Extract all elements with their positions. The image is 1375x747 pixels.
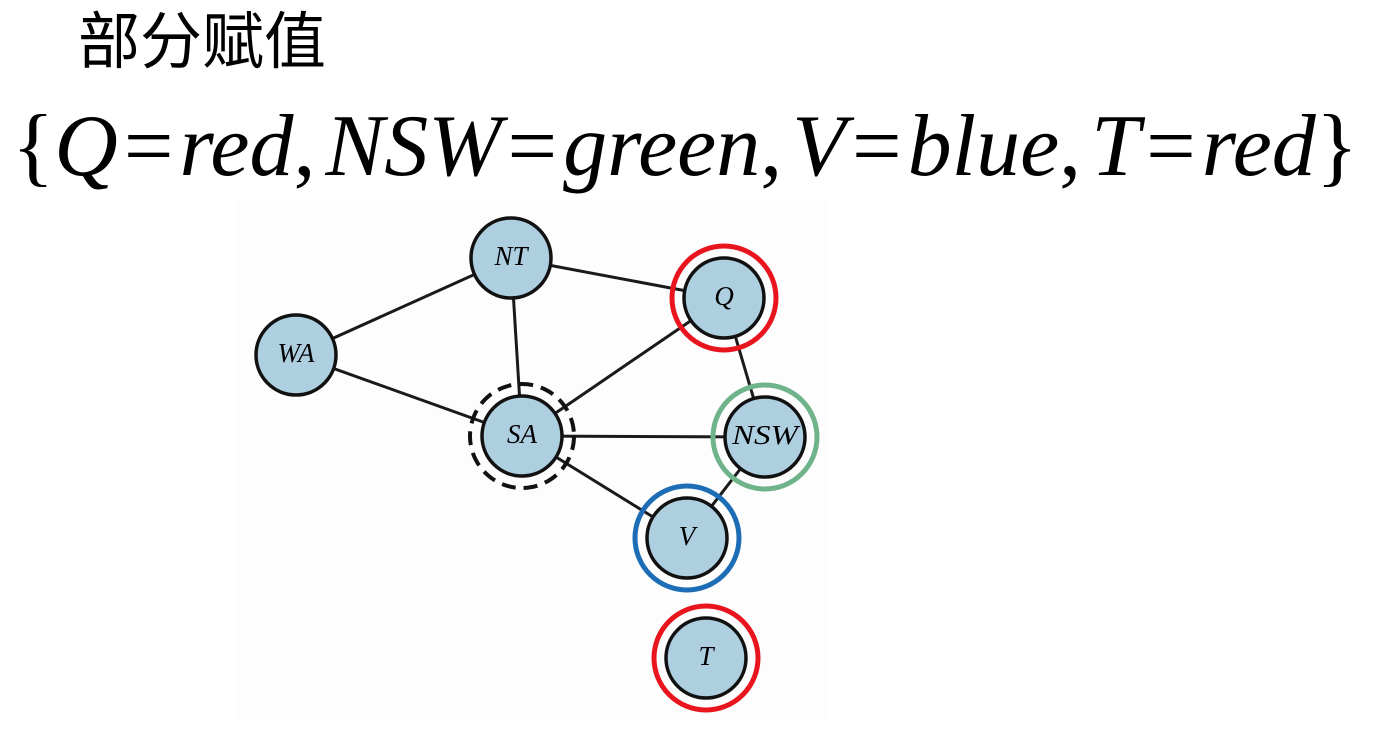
highlight-ring-nsw — [710, 382, 820, 492]
node-circle-sa — [480, 394, 564, 478]
slide-title: 部分赋值 — [78, 5, 327, 78]
node-circle-nsw — [723, 395, 807, 479]
node-v: V — [645, 496, 729, 580]
assignment-val-v: blue — [907, 98, 1060, 195]
node-label-nt: NT — [493, 241, 529, 271]
open-brace: { — [12, 98, 55, 195]
assignment-val-t: red — [1201, 98, 1316, 195]
close-brace: } — [1315, 98, 1359, 195]
highlight-ring-v — [632, 483, 742, 593]
assignment-var-v: V — [792, 98, 847, 195]
highlight-ring-sa — [468, 382, 576, 490]
assignment-val-q: red — [179, 98, 294, 195]
node-nsw: NSW — [723, 395, 807, 479]
assignment-val-nsw: green — [563, 98, 761, 195]
node-label-sa: SA — [507, 419, 538, 449]
equals-sign: = — [852, 98, 902, 195]
partial-assignment-formula: {Q=red,NSW=green,V=blue,T=red} — [12, 92, 1358, 202]
node-circle-nt — [469, 216, 553, 300]
equals-sign: = — [1146, 98, 1196, 195]
highlight-ring-q — [669, 243, 779, 353]
node-sa: SA — [480, 394, 564, 478]
node-circle-v — [645, 496, 729, 580]
equals-sign: = — [507, 98, 558, 195]
assignment-var-t: T — [1091, 98, 1141, 195]
comma: , — [1059, 98, 1082, 195]
assignment-var-nsw: NSW — [325, 98, 502, 195]
node-label-nsw: NSW — [731, 420, 801, 450]
assignment-var-q: Q — [54, 98, 118, 195]
highlight-rings-layer — [468, 243, 820, 713]
nodes-layer: NT WA Q SA NSW V T — [254, 216, 807, 700]
node-label-wa: WA — [277, 338, 315, 368]
node-t: T — [664, 616, 748, 700]
equals-sign: = — [123, 98, 174, 195]
node-label-t: T — [698, 641, 715, 671]
node-label-v: V — [679, 521, 699, 551]
node-q: Q — [682, 256, 766, 340]
node-label-q: Q — [714, 281, 734, 311]
comma: , — [760, 98, 783, 195]
node-circle-t — [664, 616, 748, 700]
comma: , — [293, 98, 316, 195]
node-circle-q — [682, 256, 766, 340]
node-circle-wa — [254, 313, 338, 397]
node-nt: NT — [469, 216, 553, 300]
highlight-ring-t — [651, 603, 761, 713]
node-wa: WA — [254, 313, 338, 397]
